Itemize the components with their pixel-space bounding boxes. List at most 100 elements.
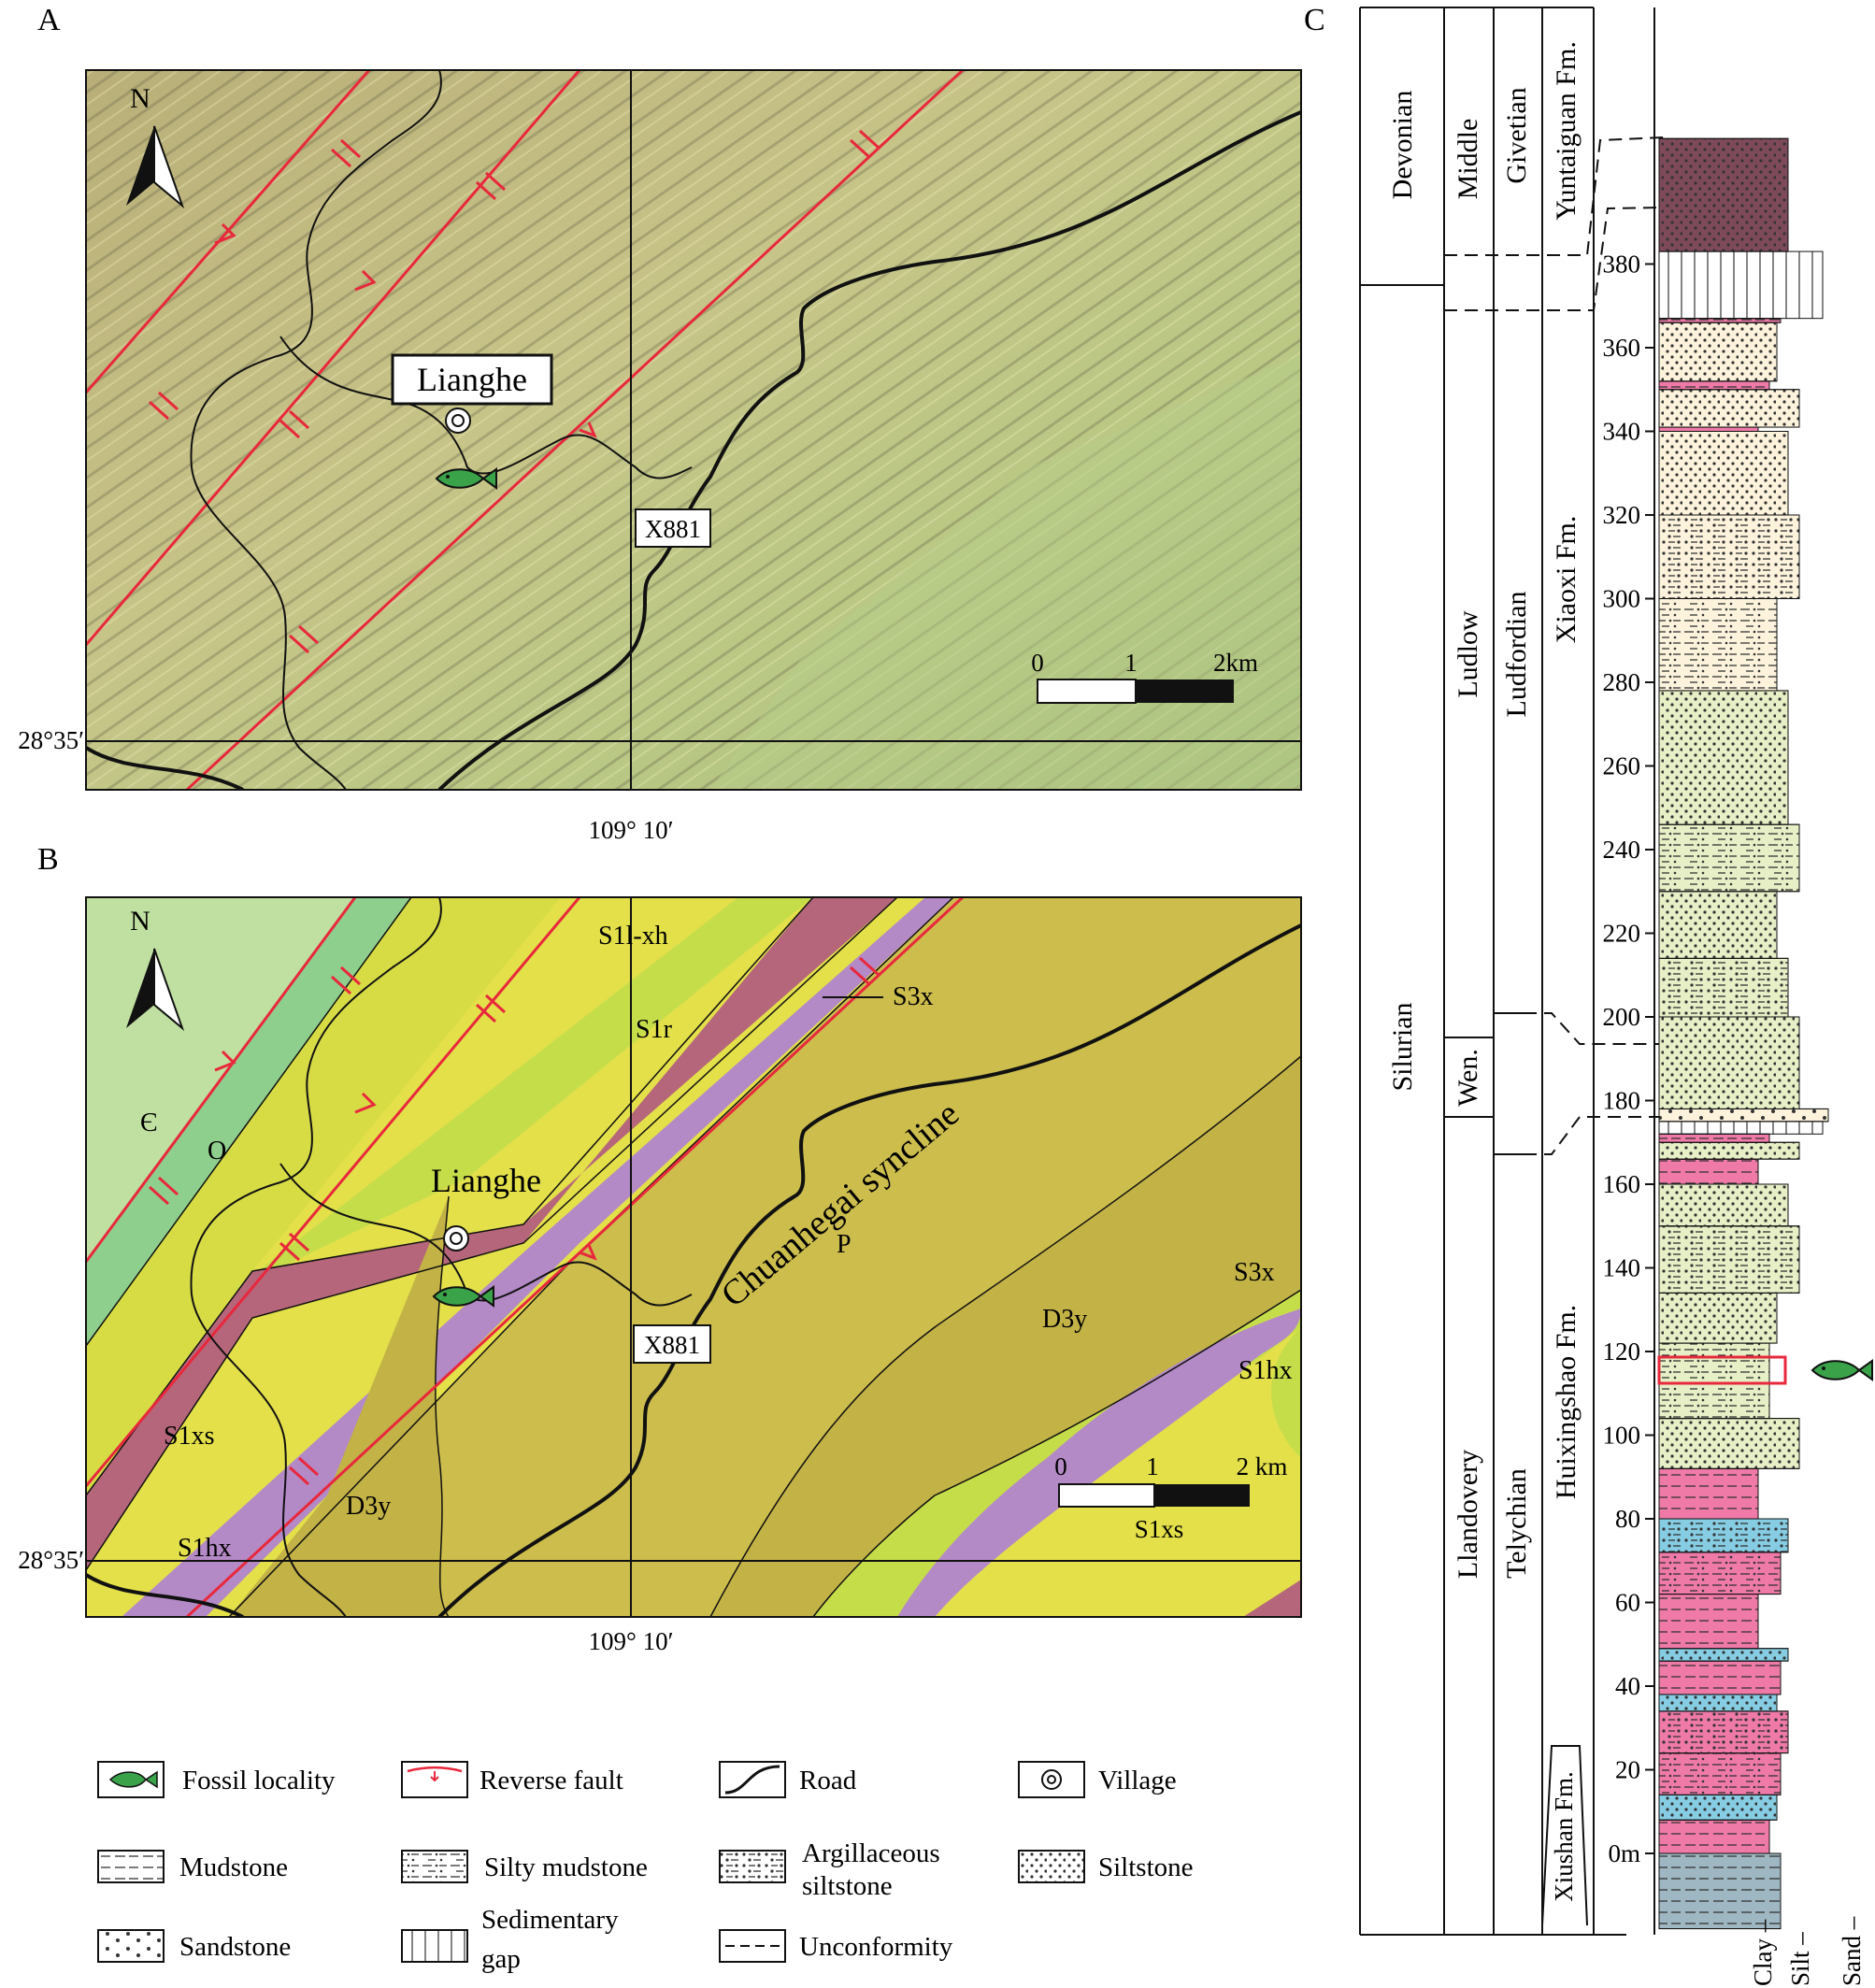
series-wen: Wen. bbox=[1453, 1049, 1483, 1107]
unit-label-s1xs: S1xs bbox=[164, 1422, 214, 1451]
scale-a-2: 2km bbox=[1213, 649, 1258, 677]
depth-tick-label: 60 bbox=[1615, 1589, 1640, 1617]
legend-item-gap: Sedimentary gap bbox=[401, 1905, 619, 1974]
depth-tick-label: 260 bbox=[1603, 752, 1641, 780]
lithology-bed-pattern bbox=[1658, 137, 1789, 252]
lithology-bed-pattern bbox=[1658, 1225, 1800, 1294]
fossil-locality-icon bbox=[1811, 1359, 1873, 1381]
legend-label-siltstone: Siltstone bbox=[1098, 1852, 1194, 1882]
unit-label-s1lxh: S1l-xh bbox=[598, 922, 668, 951]
village-name-b: Lianghe bbox=[431, 1162, 541, 1199]
stage-givetian: Givetian bbox=[1501, 87, 1532, 183]
stage-telychian: Telychian bbox=[1501, 1468, 1532, 1579]
lithology-bed-pattern bbox=[1658, 1710, 1789, 1754]
legend-item-argil: Argillaceous siltstone bbox=[719, 1838, 940, 1901]
fish-icon bbox=[108, 1770, 158, 1789]
legend-label-argil-2: siltstone bbox=[802, 1871, 893, 1901]
series-middle: Middle bbox=[1453, 119, 1483, 200]
column-labels: Devonian Silurian Middle Ludlow Wen. Lla… bbox=[1387, 41, 1582, 1902]
unit-label-s1r: S1r bbox=[636, 1015, 673, 1044]
lithology-bed-pattern bbox=[1658, 823, 1800, 893]
legend-item-fossil: Fossil locality bbox=[97, 1761, 336, 1798]
legend-item-fault: Reverse fault bbox=[401, 1761, 623, 1798]
legend-label-argil-1: Argillaceous bbox=[802, 1838, 940, 1868]
lithology-bed-pattern bbox=[1658, 389, 1800, 428]
scale-b-0: 0 bbox=[1054, 1452, 1067, 1480]
village-name-a: Lianghe bbox=[417, 361, 527, 398]
lat-label-a: 28°35′ bbox=[18, 726, 84, 754]
panel-c-stratigraphic-column: C Devonian Silurian Midd bbox=[1304, 3, 1873, 1986]
depth-tick-label: 300 bbox=[1603, 585, 1641, 613]
lithology-bed-pattern bbox=[1658, 426, 1759, 432]
depth-tick-label: 320 bbox=[1603, 501, 1641, 529]
legend-item-silty: Silty mudstone bbox=[401, 1850, 648, 1883]
lithology-column bbox=[1658, 137, 1829, 1930]
lithology-bed-pattern bbox=[1658, 1852, 1782, 1930]
lithology-bed-pattern bbox=[1658, 1467, 1759, 1520]
legend-label-fossil: Fossil locality bbox=[182, 1766, 336, 1795]
lithology-bed-pattern bbox=[1658, 1819, 1770, 1854]
north-label-a: N bbox=[130, 83, 150, 114]
village-icon bbox=[1041, 1769, 1062, 1790]
unit-lime-strip bbox=[234, 897, 813, 1290]
unit-label-d3y: D3y bbox=[346, 1492, 391, 1521]
lithology-bed-pattern bbox=[1658, 1292, 1778, 1344]
legend-item-village: Village bbox=[1018, 1761, 1177, 1798]
unit-label-cambrian: Є bbox=[140, 1108, 157, 1137]
lithology-bed-pattern bbox=[1658, 1794, 1778, 1821]
grain-size-labels: Clay – Silt – Sand – bbox=[1749, 1916, 1866, 1986]
lithology-bed-pattern bbox=[1658, 1342, 1770, 1420]
fossil-locality-icon bbox=[435, 467, 497, 490]
grain-clay: Clay – bbox=[1749, 1919, 1777, 1986]
legend-label-unconf: Unconformity bbox=[799, 1932, 953, 1962]
legend: Fossil locality Reverse fault Road Villa… bbox=[97, 1761, 1194, 1974]
unit-label-s1hx-east: S1hx bbox=[1238, 1356, 1293, 1385]
unit-s1r bbox=[86, 897, 897, 1570]
lithology-bed-pattern bbox=[1658, 1752, 1782, 1795]
fossil-bed-highlight bbox=[1657, 1355, 1787, 1385]
depth-tick-label: 160 bbox=[1603, 1170, 1641, 1198]
lithology-bed-pattern bbox=[1658, 380, 1770, 391]
road-label-box-a bbox=[635, 508, 711, 548]
depth-tick-label: 140 bbox=[1603, 1254, 1641, 1282]
scale-bar-b: 0 1 2 km S1xs bbox=[1054, 1452, 1287, 1543]
unit-label-s3x: S3x bbox=[893, 982, 934, 1011]
lithology-bed-pattern bbox=[1658, 1594, 1759, 1650]
scale-a-1: 1 bbox=[1124, 649, 1138, 677]
road-icon bbox=[724, 1765, 780, 1795]
scale-b-2: 2 km bbox=[1237, 1452, 1288, 1480]
panel-b-label: B bbox=[37, 842, 59, 877]
village-icon bbox=[443, 1225, 469, 1251]
depth-tick-label: 360 bbox=[1603, 334, 1641, 362]
village-label-box-a bbox=[391, 353, 553, 406]
depth-tick-label: 80 bbox=[1615, 1505, 1640, 1533]
legend-label-gap-1: Sedimentary bbox=[481, 1905, 619, 1935]
column-frame bbox=[1359, 7, 1626, 1936]
panel-a-label: A bbox=[37, 3, 61, 37]
sedimentary-gap bbox=[1658, 250, 1824, 320]
legend-label-road: Road bbox=[799, 1766, 857, 1795]
depth-tick-label: 240 bbox=[1603, 836, 1641, 864]
north-label-b: N bbox=[130, 906, 150, 937]
lithology-bed-pattern bbox=[1658, 1518, 1789, 1553]
unit-label-s1hx: S1hx bbox=[178, 1534, 232, 1563]
depth-tick-label: 0m bbox=[1608, 1839, 1640, 1867]
formation-xiaoxi: Xiaoxi Fm. bbox=[1551, 516, 1582, 644]
legend-item-siltstone: Siltstone bbox=[1018, 1850, 1194, 1883]
lithology-bed-pattern bbox=[1658, 1648, 1789, 1662]
system-devonian: Devonian bbox=[1387, 91, 1418, 200]
unit-label-permian: P bbox=[837, 1230, 852, 1259]
village-icon bbox=[445, 408, 471, 434]
road-label-box-b bbox=[633, 1324, 711, 1364]
legend-label-fault: Reverse fault bbox=[479, 1766, 623, 1795]
lithology-bed-pattern bbox=[1658, 1694, 1778, 1712]
lithology-bed-pattern bbox=[1658, 431, 1789, 516]
formation-huixingshao: Huixingshao Fm. bbox=[1551, 1305, 1582, 1499]
stage-ludfordian: Ludfordian bbox=[1501, 592, 1532, 718]
depth-tick-label: 280 bbox=[1603, 668, 1641, 696]
lithology-bed-pattern bbox=[1658, 322, 1778, 382]
legend-label-village: Village bbox=[1098, 1766, 1177, 1795]
road-label-a: X881 bbox=[645, 515, 701, 543]
lithology-bed-pattern bbox=[1658, 318, 1782, 323]
fossil-locality-icon bbox=[432, 1285, 494, 1308]
